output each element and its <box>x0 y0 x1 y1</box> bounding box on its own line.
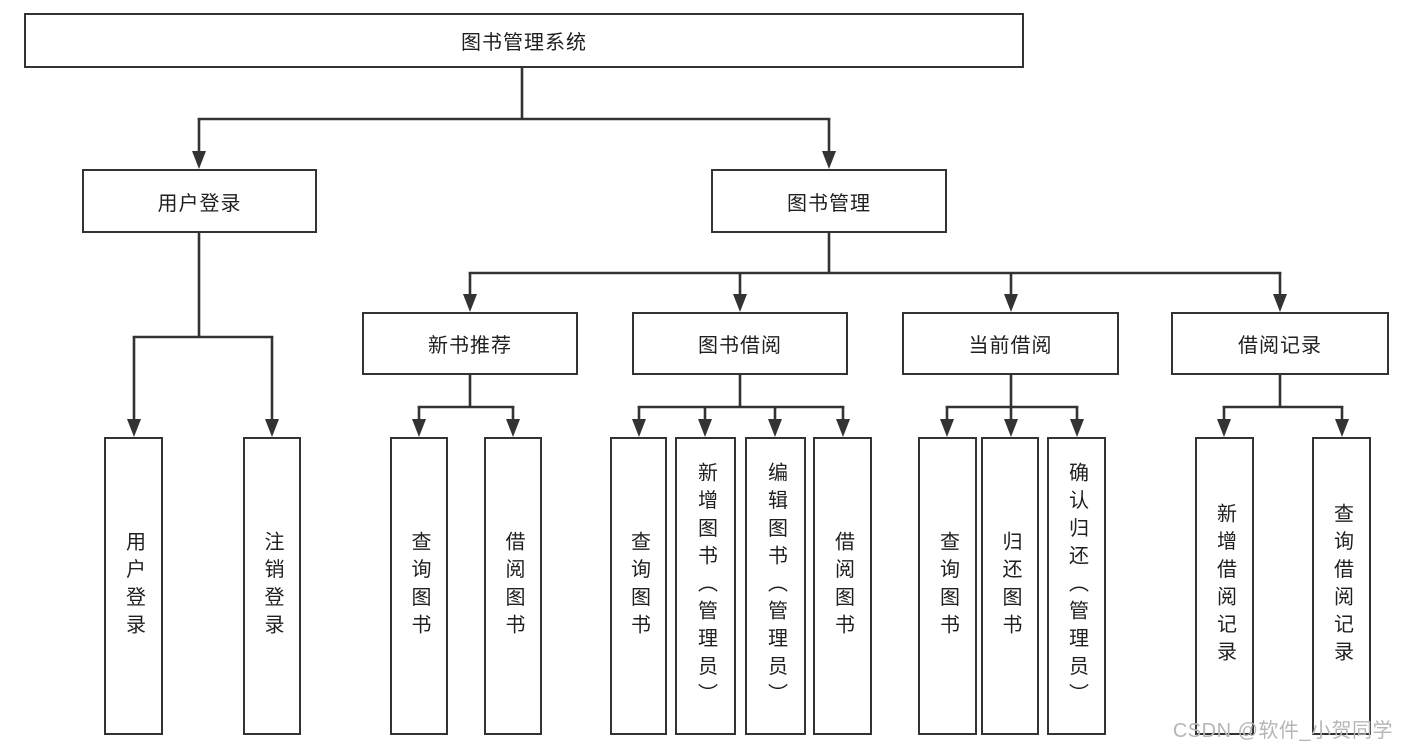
column-query-books-recommend: 查询图书 <box>390 437 448 735</box>
column-borrow-books: 借阅图书 <box>813 437 872 735</box>
edges-borrowrecords-to-columns <box>1217 375 1349 437</box>
node-root-system: 图书管理系统 <box>24 13 1024 68</box>
column-add-books-admin: 新增图书（管理员） <box>675 437 736 735</box>
column-query-books-borrow-label: 查询图书 <box>627 530 650 642</box>
column-logout-label: 注销登录 <box>261 530 283 642</box>
edges-bookmgmt-to-level3 <box>463 233 1287 312</box>
column-confirm-return-admin: 确认归还（管理员） <box>1047 437 1106 735</box>
csdn-watermark: CSDN @软件_小贺同学 <box>1172 720 1393 742</box>
edges-bookborrow-to-columns <box>632 375 850 437</box>
column-add-borrow-record-label: 新增借阅记录 <box>1213 503 1236 669</box>
column-add-borrow-record: 新增借阅记录 <box>1195 437 1254 735</box>
column-edit-books-admin: 编辑图书（管理员） <box>745 437 806 735</box>
node-current-borrow-label: 当前借阅 <box>968 335 1053 357</box>
edges-newbookrec-to-columns <box>412 375 520 437</box>
column-query-books-current-label: 查询图书 <box>936 530 959 642</box>
node-current-borrow: 当前借阅 <box>902 312 1119 375</box>
node-new-book-recommend-label: 新书推荐 <box>428 335 512 357</box>
node-borrow-records: 借阅记录 <box>1171 312 1389 375</box>
column-borrow-books-recommend: 借阅图书 <box>484 437 542 735</box>
edges-currentborrow-to-columns <box>940 375 1084 437</box>
node-user-login-label: 用户登录 <box>157 192 242 215</box>
node-book-management-label: 图书管理 <box>787 192 871 215</box>
node-book-management: 图书管理 <box>711 169 947 233</box>
node-book-borrow-label: 图书借阅 <box>698 335 782 357</box>
node-new-book-recommend: 新书推荐 <box>362 312 578 375</box>
edges-userlogin-to-columns <box>127 233 279 437</box>
node-borrow-records-label: 借阅记录 <box>1238 335 1322 357</box>
column-borrow-books-recommend-label: 借阅图书 <box>502 530 524 642</box>
column-borrow-books-label: 借阅图书 <box>831 530 854 642</box>
column-edit-books-admin-label: 编辑图书（管理员） <box>764 461 787 711</box>
node-root-label: 图书管理系统 <box>461 32 587 54</box>
edges-root-to-level2 <box>192 68 836 169</box>
node-book-borrow: 图书借阅 <box>632 312 848 375</box>
column-query-books-recommend-label: 查询图书 <box>408 530 430 642</box>
column-add-books-admin-label: 新增图书（管理员） <box>694 461 717 711</box>
column-logout: 注销登录 <box>243 437 301 735</box>
column-query-borrow-record: 查询借阅记录 <box>1312 437 1371 735</box>
column-confirm-return-admin-label: 确认归还（管理员） <box>1065 461 1088 711</box>
column-query-books-current: 查询图书 <box>918 437 977 735</box>
column-query-books-borrow: 查询图书 <box>610 437 667 735</box>
node-user-login: 用户登录 <box>82 169 317 233</box>
column-return-books-label: 归还图书 <box>999 530 1021 642</box>
column-user-login-label: 用户登录 <box>122 530 145 642</box>
column-user-login: 用户登录 <box>104 437 163 735</box>
column-query-borrow-record-label: 查询借阅记录 <box>1330 503 1353 669</box>
column-return-books: 归还图书 <box>981 437 1039 735</box>
